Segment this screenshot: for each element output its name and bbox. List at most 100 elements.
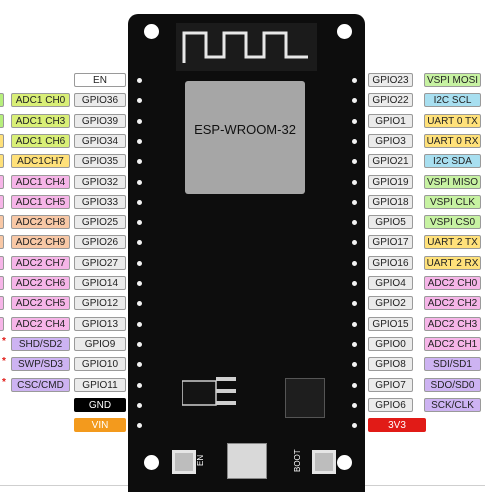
function-label: ADC1 CH6: [11, 133, 70, 148]
pin-label-gpio9: GPIO9: [74, 336, 126, 351]
header-pin-left: [137, 199, 142, 205]
cropped-function-tab: [0, 235, 4, 250]
pin-label-gpio6: GPIO6: [368, 397, 413, 412]
cropped-function-tab: [0, 215, 4, 230]
voltage-regulator-icon: [182, 377, 236, 406]
header-pin-left: [137, 341, 142, 347]
usb-uart-chip: [285, 378, 325, 418]
pin-label-en: EN: [74, 73, 126, 87]
header-pin-right: [352, 362, 357, 368]
pin-label-gpio17: GPIO17: [368, 235, 413, 250]
function-label: ADC2 CH6: [11, 276, 70, 290]
header-pin-right: [352, 78, 357, 83]
function-label: I2C SCL: [424, 93, 481, 108]
function-label: ADC2 CH2: [424, 296, 481, 311]
cropped-function-tab: [0, 316, 4, 331]
cropped-function-tab: [0, 255, 4, 270]
mount-hole-bottom-right: [337, 455, 352, 470]
flash-warning-asterisk: *: [2, 356, 6, 368]
header-pin-right: [352, 423, 357, 429]
function-label: ADC1 CH4: [11, 174, 70, 189]
function-label: SCK/CLK: [424, 397, 481, 412]
header-pin-left: [137, 382, 142, 388]
module-label: ESP-WROOM-32: [194, 122, 296, 137]
pin-label-gpio10: GPIO10: [74, 357, 126, 372]
function-label: ADC1 CH5: [11, 194, 70, 209]
pin-label-vin: VIN: [74, 418, 126, 433]
micro-usb-port[interactable]: [227, 443, 267, 479]
header-pin-right: [352, 260, 357, 266]
cropped-function-tab: [0, 194, 4, 209]
pin-label-3v3: 3V3: [368, 418, 426, 433]
header-pin-right: [352, 321, 357, 327]
function-label: ADC1 CH3: [11, 113, 70, 128]
function-label: ADC2 CH8: [11, 215, 70, 230]
pin-label-gpio2: GPIO2: [368, 296, 413, 311]
en-button-label: EN: [196, 454, 205, 466]
header-pin-left: [137, 98, 142, 104]
pin-label-gpio22: GPIO22: [368, 93, 413, 108]
header-pin-left: [137, 301, 142, 307]
function-label: SHD/SD2: [11, 336, 70, 351]
function-label: VSPI MISO: [424, 174, 481, 189]
header-pin-left: [137, 179, 142, 185]
pin-label-gpio12: GPIO12: [74, 296, 126, 311]
flash-warning-asterisk: *: [2, 376, 6, 388]
pin-label-gpio32: GPIO32: [74, 174, 126, 189]
en-button[interactable]: [172, 450, 196, 474]
boot-button-label: BOOT: [293, 449, 302, 472]
pin-label-gpio39: GPIO39: [74, 113, 126, 128]
function-label: UART 0 TX: [424, 113, 481, 128]
pin-label-gpio16: GPIO16: [368, 255, 413, 270]
flash-warning-asterisk: *: [2, 335, 6, 347]
pin-label-gpio25: GPIO25: [74, 215, 126, 230]
pin-label-gpio0: GPIO0: [368, 336, 413, 351]
function-label: ADC2 CH1: [424, 336, 481, 351]
header-pin-right: [352, 179, 357, 185]
pin-label-gpio13: GPIO13: [74, 316, 126, 331]
header-pin-left: [137, 138, 142, 144]
header-pin-left: [137, 423, 142, 429]
pin-label-gpio3: GPIO3: [368, 133, 413, 148]
pin-label-gpio1: GPIO1: [368, 113, 413, 128]
pin-label-gpio5: GPIO5: [368, 215, 413, 230]
pin-label-gpio35: GPIO35: [74, 154, 126, 169]
function-label: VSPI MOSI: [424, 73, 481, 87]
boot-button[interactable]: [312, 450, 336, 474]
pin-label-gpio7: GPIO7: [368, 377, 413, 392]
function-label: UART 2 TX: [424, 235, 481, 250]
function-label: ADC2 CH9: [11, 235, 70, 250]
function-label: VSPI CLK: [424, 194, 481, 209]
header-pin-right: [352, 301, 357, 307]
function-label: SDI/SD1: [424, 357, 481, 372]
header-pin-left: [137, 78, 142, 83]
header-pin-left: [137, 240, 142, 246]
function-label: UART 2 RX: [424, 255, 481, 270]
function-label: I2C SDA: [424, 154, 481, 169]
header-pin-left: [137, 260, 142, 266]
header-pin-right: [352, 382, 357, 388]
function-label: VSPI CS0: [424, 215, 481, 230]
pin-label-gpio27: GPIO27: [74, 255, 126, 270]
cropped-function-tab: [0, 113, 4, 128]
header-pin-left: [137, 220, 142, 226]
header-pin-right: [352, 138, 357, 144]
pin-label-gpio21: GPIO21: [368, 154, 413, 169]
pin-label-gpio26: GPIO26: [74, 235, 126, 250]
cropped-function-tab: [0, 174, 4, 189]
module-shield: [185, 81, 305, 194]
antenna-trace-icon: [182, 31, 308, 63]
function-label: ADC2 CH3: [424, 316, 481, 331]
pcb-antenna: [176, 23, 317, 71]
header-pin-right: [352, 118, 357, 124]
pin-label-gnd: GND: [74, 397, 126, 412]
mount-hole-top-left: [144, 24, 159, 39]
function-label: ADC2 CH0: [424, 276, 481, 290]
header-pin-left: [137, 159, 142, 165]
function-label: ADC2 CH4: [11, 316, 70, 331]
mount-hole-top-right: [337, 24, 352, 39]
header-pin-right: [352, 220, 357, 226]
header-pin-right: [352, 199, 357, 205]
function-label: ADC1 CH0: [11, 93, 70, 108]
